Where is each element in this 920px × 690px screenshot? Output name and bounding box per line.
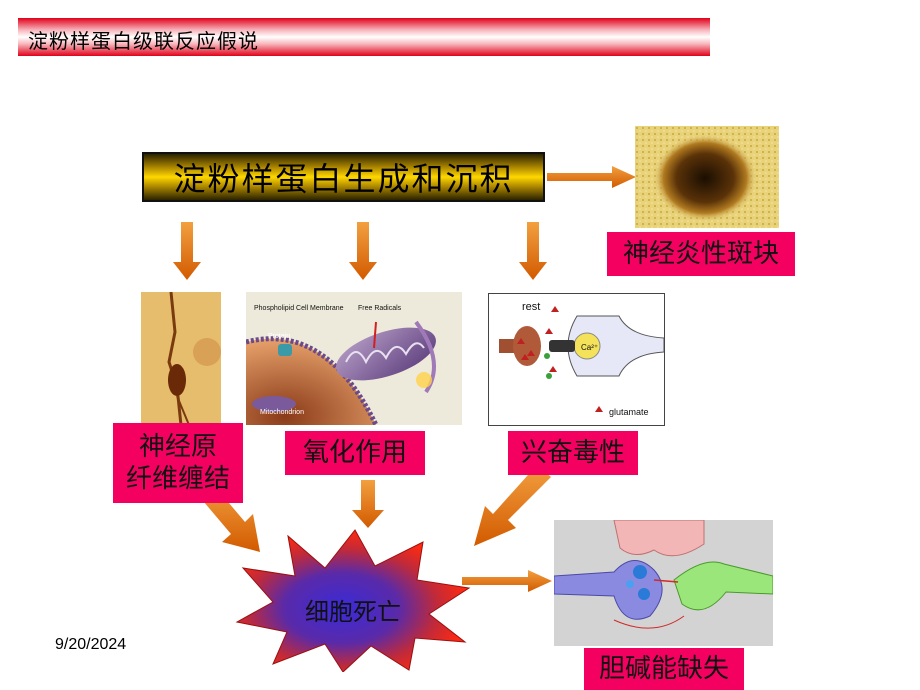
arrow-down-1 bbox=[173, 222, 201, 280]
arrow-to-plaque bbox=[547, 166, 636, 188]
cholinergic-label: 胆碱能缺失 bbox=[584, 648, 744, 690]
label-glutamate: glutamate bbox=[609, 407, 649, 417]
tangle-label: 神经原 纤维缠结 bbox=[113, 423, 243, 503]
label-membrane: Phospholipid Cell Membrane bbox=[254, 305, 344, 312]
oxidation-image: Phospholipid Cell Membrane Protein Free … bbox=[246, 292, 462, 425]
arrow-diag-right bbox=[474, 465, 551, 546]
slide-title: 淀粉样蛋白级联反应假说 bbox=[28, 29, 259, 53]
tangle-label-line2: 纤维缠结 bbox=[125, 464, 230, 494]
label-protein: Protein bbox=[268, 333, 290, 340]
label-rest: rest bbox=[522, 301, 540, 313]
excitotoxicity-synapse-image: rest Ca²⁺ glutamate bbox=[488, 293, 665, 426]
cell-death-starburst bbox=[235, 529, 471, 672]
plaque-image bbox=[635, 126, 779, 228]
arrow-down-3 bbox=[519, 222, 547, 280]
excitotoxicity-label: 兴奋毒性 bbox=[508, 431, 638, 475]
neurofibrillary-tangle-image bbox=[141, 292, 221, 425]
arrow-to-cholinergic bbox=[462, 570, 552, 592]
label-radicals: Free Radicals bbox=[358, 305, 402, 312]
amyloid-production-box: 淀粉样蛋白生成和沉积 bbox=[142, 152, 545, 202]
plaque-label: 神经炎性斑块 bbox=[607, 232, 795, 276]
cholinergic-synapse-image bbox=[554, 520, 773, 646]
slide-date: 9/20/2024 bbox=[55, 636, 127, 653]
label-calcium: Ca²⁺ bbox=[581, 343, 598, 352]
arrow-down-4 bbox=[352, 480, 384, 528]
tangle-label-line1: 神经原 bbox=[138, 431, 217, 462]
oxidation-label: 氧化作用 bbox=[285, 431, 425, 475]
arrow-down-2 bbox=[349, 222, 377, 280]
title-bar bbox=[18, 18, 710, 56]
cell-death-label: 细胞死亡 bbox=[305, 598, 401, 626]
label-mito: Mitochondrion bbox=[260, 409, 304, 416]
